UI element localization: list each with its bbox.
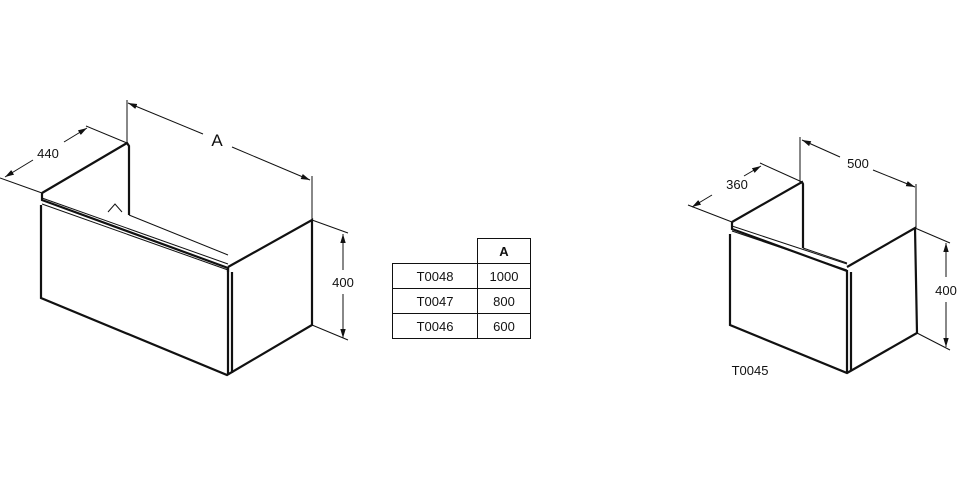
table-row: T0046 600 — [392, 313, 531, 339]
product-code-right: T0045 — [732, 363, 769, 378]
table-header-row: A — [392, 238, 531, 264]
table-row: T0048 1000 — [392, 263, 531, 289]
product-code: T0046 — [392, 313, 478, 339]
width-value: 600 — [477, 313, 531, 339]
column-header-a: A — [477, 238, 531, 264]
depth-label-right: 360 — [726, 177, 748, 192]
width-value: 1000 — [477, 263, 531, 289]
height-label-right: 400 — [935, 283, 957, 298]
blank-cell — [392, 238, 478, 264]
right-dimension-lines: 500 360 400 T0045 — [687, 137, 957, 378]
right-cabinet — [728, 180, 919, 375]
depth-label-left: 440 — [37, 146, 59, 161]
product-code: T0047 — [392, 288, 478, 314]
left-dimension-lines: A 440 400 — [0, 100, 354, 341]
size-table: A T0048 1000 T0047 800 T0046 600 — [392, 238, 531, 339]
product-code: T0048 — [392, 263, 478, 289]
height-label-left: 400 — [332, 275, 354, 290]
width-label-a: A — [211, 131, 223, 150]
width-value: 800 — [477, 288, 531, 314]
table-row: T0047 800 — [392, 288, 531, 314]
width-label-right: 500 — [847, 156, 869, 171]
left-cabinet — [39, 141, 314, 377]
